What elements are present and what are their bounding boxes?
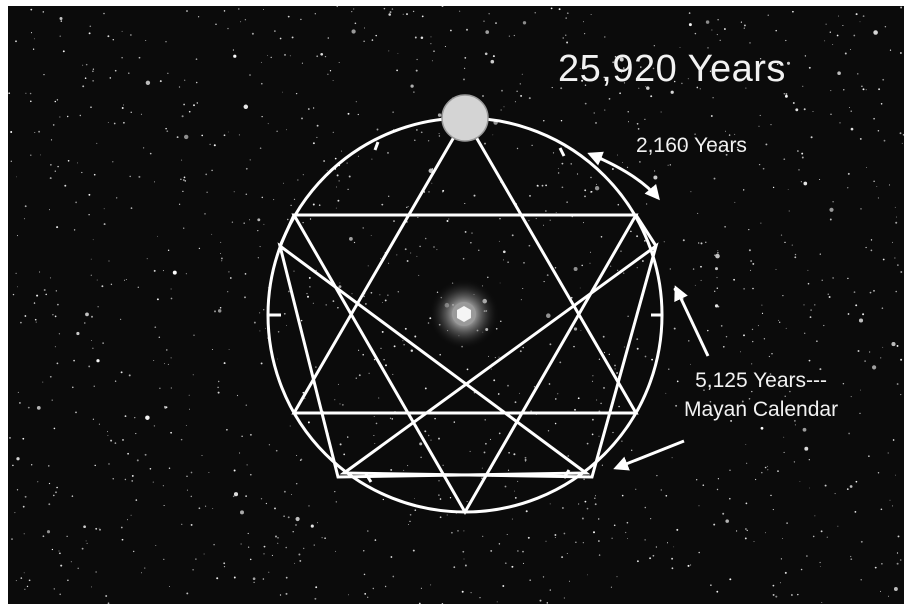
connector-left (280, 215, 294, 246)
arrow-2160-icon (590, 154, 658, 198)
upper-triangle (294, 118, 636, 413)
offset-triangle-left (280, 246, 586, 477)
tick-mark (560, 148, 564, 156)
sun-marker-icon (442, 95, 488, 141)
center-star-icon (428, 278, 500, 350)
mayan-years-text: 5,125 Years--- (684, 366, 838, 395)
tick-mark (375, 142, 378, 150)
offset-triangle-right (344, 246, 656, 477)
mayan-calendar-label: 5,125 Years--- Mayan Calendar (684, 366, 838, 424)
lower-triangle (294, 215, 636, 512)
cycle-total-label: 25,920 Years (558, 48, 786, 91)
star-field-scene: 25,920 Years 2,160 Years 5,125 Years--- … (8, 6, 904, 604)
precession-diagram (8, 6, 904, 604)
arrow-mayan-down-icon (616, 441, 684, 468)
arrow-mayan-up-icon (676, 288, 708, 356)
connector-right (636, 215, 656, 246)
age-length-label: 2,160 Years (636, 134, 747, 158)
mayan-name-text: Mayan Calendar (684, 395, 838, 424)
